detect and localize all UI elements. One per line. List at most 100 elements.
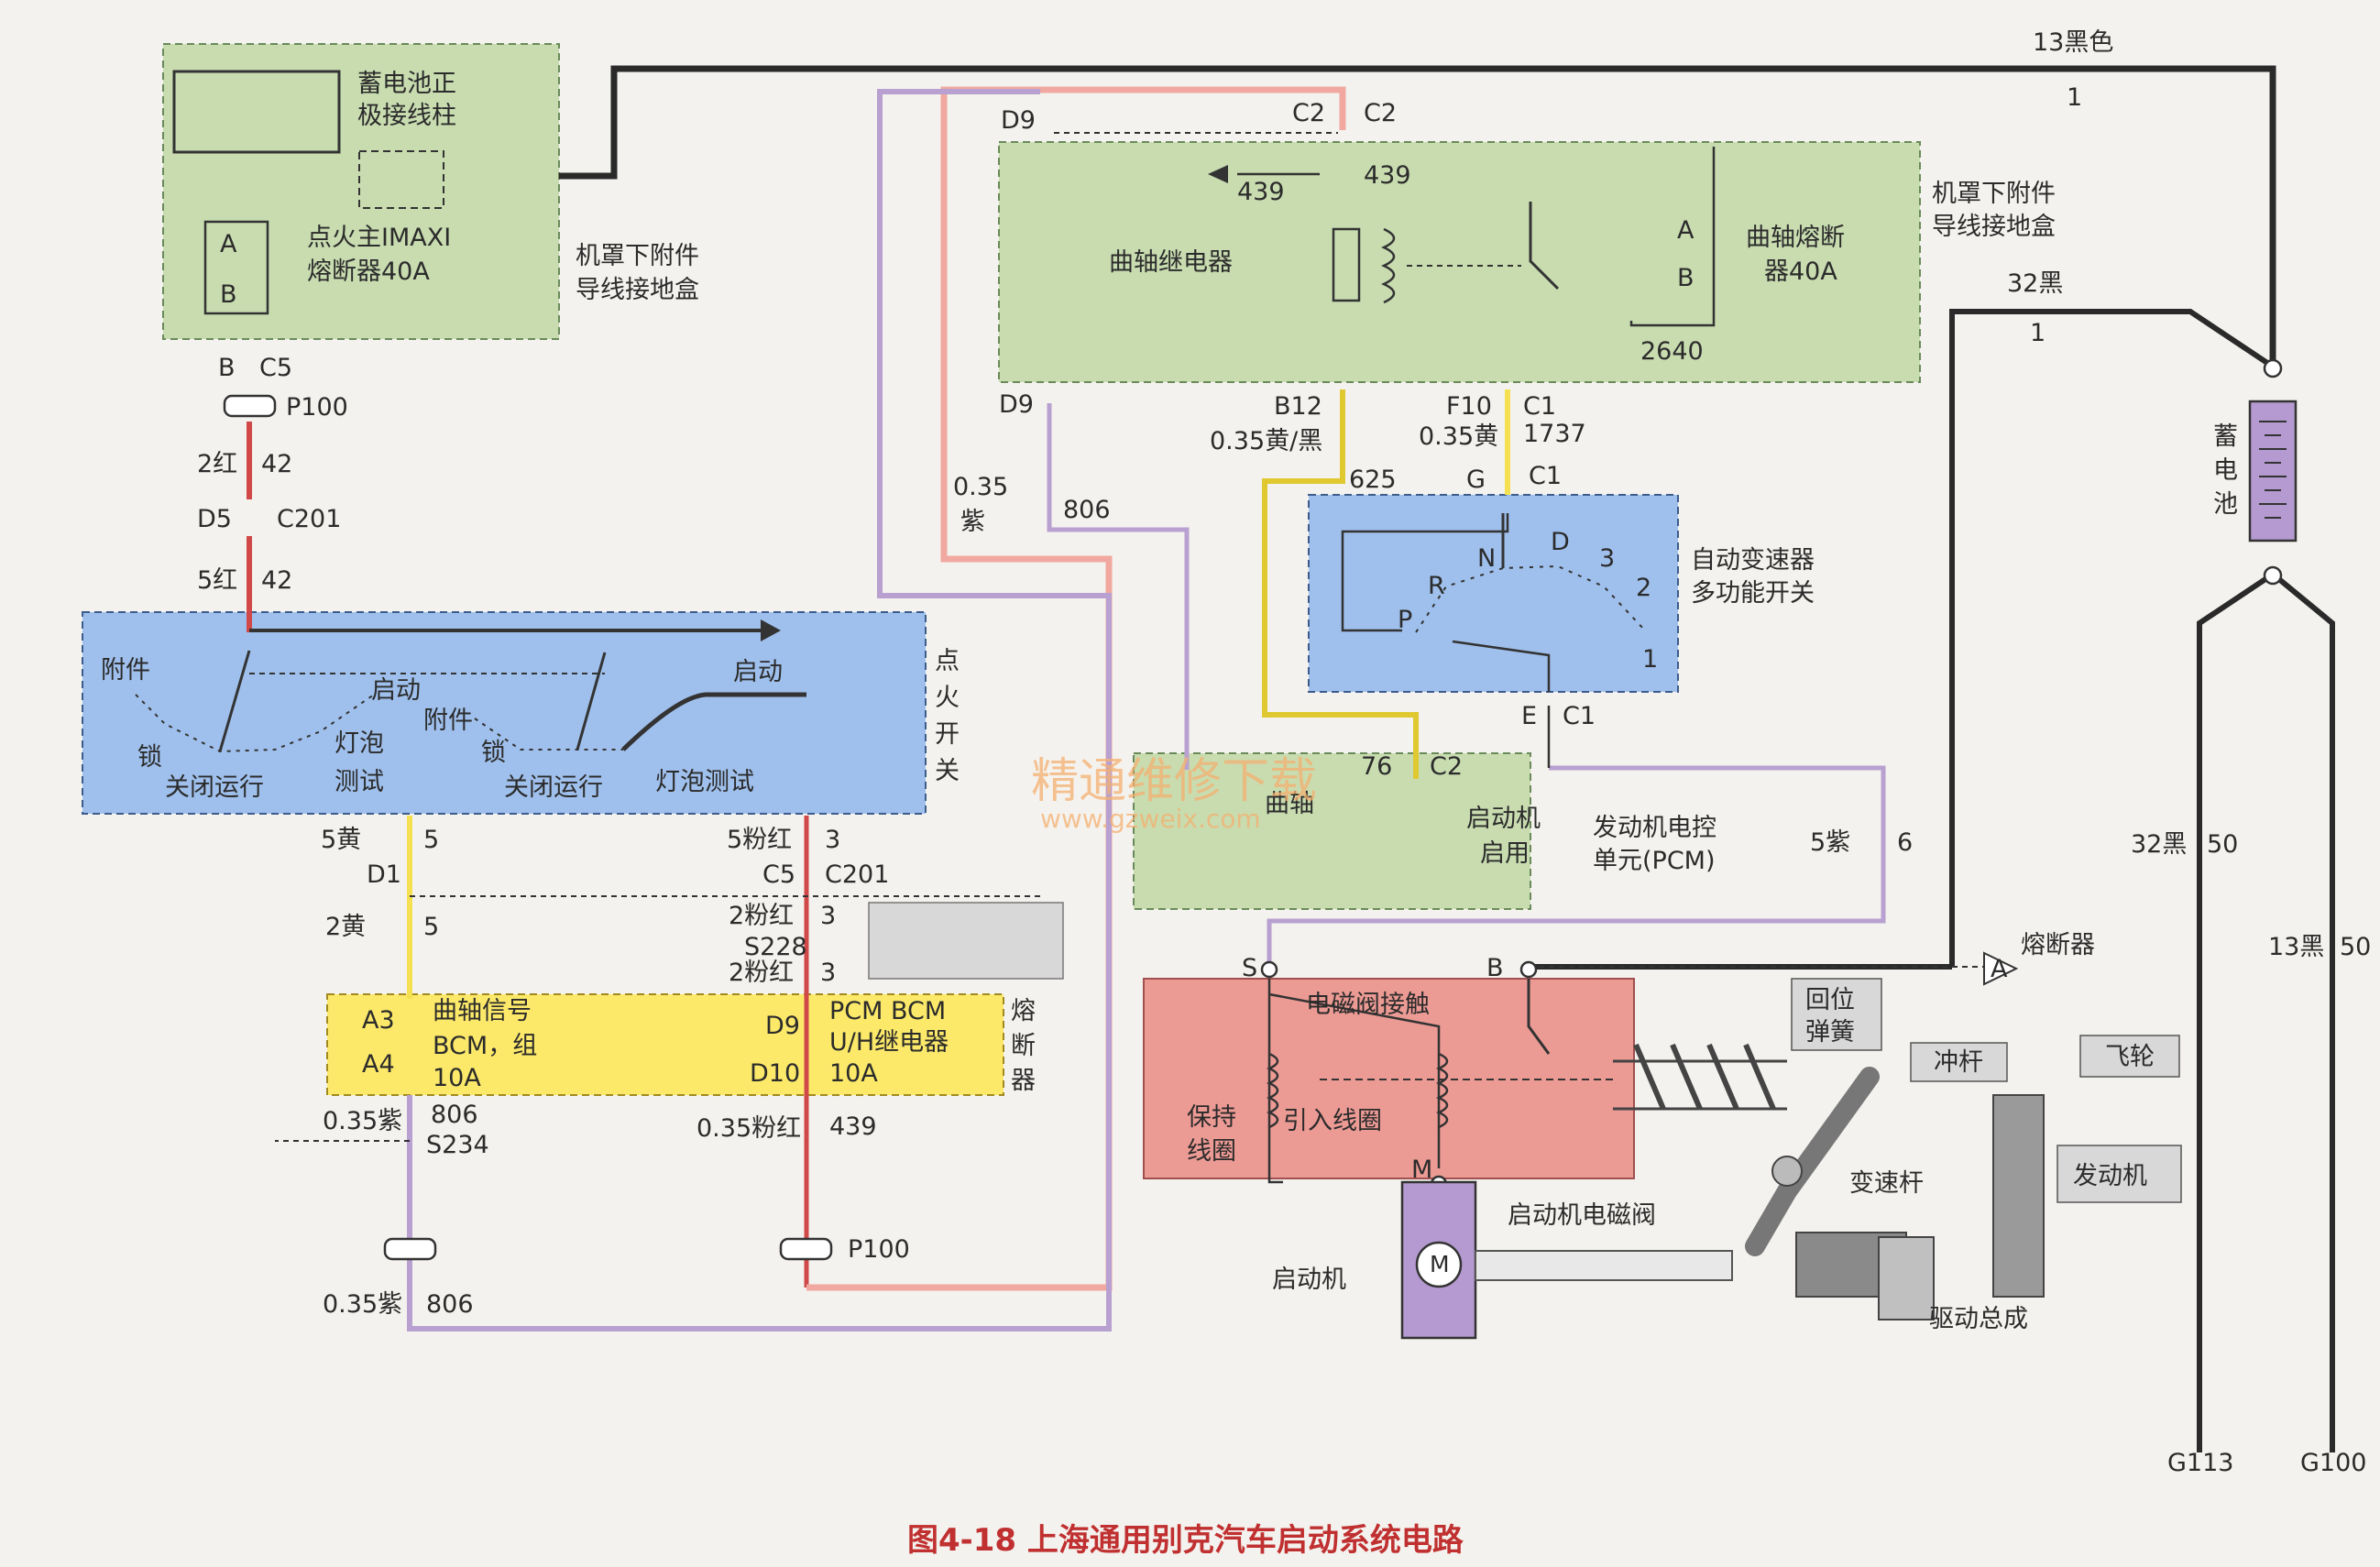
conn-C2-a: C2 [1292, 99, 1325, 127]
wire-5-a: 5 [423, 826, 439, 854]
shift-lever [1745, 1067, 1880, 1256]
imaxi-fuse-box [203, 220, 269, 315]
wire-32black-b: 32黑 [2131, 830, 2187, 859]
splice-S234: S234 [426, 1131, 489, 1159]
crank-fuse-label-1: 曲轴熔断 [1746, 224, 1845, 252]
ign-side-3: 开 [935, 720, 960, 749]
wire-035yellow: 0.35黄 [1419, 422, 1498, 451]
crank-fuse-pin-b: B [1677, 264, 1695, 292]
solenoid-contact-label: 电磁阀接触 [1306, 991, 1430, 1019]
battery-label-2: 电 [2213, 456, 2238, 485]
conn-C1-c: C1 [1563, 702, 1596, 730]
return-spring-label-2: 弹簧 [1805, 1018, 1855, 1046]
fuse-yellow-box [326, 993, 1004, 1096]
crank-fuse-label-2: 器40A [1764, 258, 1837, 286]
pcm-label-1: 发动机电控 [1593, 814, 1716, 842]
wire-035purple-b: 0.35紫 [323, 1290, 402, 1319]
battery-bottom-node [2263, 565, 2283, 586]
ign-start-1: 启动 [371, 676, 421, 705]
pull-coil-label: 引入线圈 [1283, 1107, 1382, 1135]
underhood-box-right-label-1: 机罩下附件 [1932, 180, 2056, 208]
figure-caption: 图4-18 上海通用别克汽车启动系统电路 [907, 1522, 1464, 1559]
connector-P100-top [223, 394, 277, 418]
node-B [1519, 960, 1538, 979]
gear-D: D [1551, 528, 1570, 556]
wire-6: 6 [1897, 828, 1913, 857]
flywheel-label-box [2079, 1035, 2180, 1078]
wire-035purple-a: 0.35紫 [323, 1107, 402, 1135]
wire-035yellowblack: 0.35黄/黑 [1210, 427, 1322, 455]
conn-G: G [1466, 466, 1486, 494]
conn-D9-mid: D9 [999, 390, 1034, 419]
trans-switch-wire [1341, 513, 1509, 632]
relay-coil [1380, 227, 1396, 304]
wire-42-a: 42 [261, 450, 292, 478]
underhood-box-right-label-2: 导线接地盒 [1932, 213, 2056, 241]
fuse-pin-a: A [220, 230, 237, 258]
wire-black-G100 [2273, 573, 2335, 1452]
conn-B12: B12 [1274, 392, 1322, 421]
spring-label-box [1791, 978, 1882, 1051]
ign-off-run-2: 关闭运行 [504, 773, 603, 802]
shift-lever-label: 变速杆 [1849, 1169, 1924, 1198]
conn-F10: F10 [1446, 392, 1492, 421]
shift-lever-pivot [1771, 1156, 1803, 1187]
splice-S228: S228 [744, 933, 807, 961]
return-spring [1633, 1043, 1776, 1111]
crank-fuse-pin-a: A [1677, 216, 1695, 245]
trans-switch-box [1308, 494, 1679, 693]
conn-D9-top: D9 [1001, 106, 1036, 135]
fuse-side-2: 断 [1011, 1032, 1036, 1060]
wire-1-b: 1 [2030, 319, 2045, 347]
ign-off-run-1: 关闭运行 [165, 773, 264, 802]
trans-switch-pointer [1452, 640, 1551, 692]
ground-G113: G113 [2167, 1449, 2233, 1477]
fuse-ref-triangle [1983, 951, 2019, 986]
drive-assembly-label: 驱动总成 [1929, 1305, 2028, 1333]
battery-top-node [2263, 358, 2283, 378]
pull-coil [1435, 1052, 1449, 1129]
ground-G100: G100 [2300, 1449, 2366, 1477]
ignition-lever-2 [576, 652, 607, 751]
gray-block [868, 902, 1064, 980]
wire-5red: 5红 [197, 566, 237, 595]
wire-3-a: 3 [825, 826, 840, 854]
fuse-pcm-label-1: PCM BCM [829, 997, 946, 1025]
conn-C2-b: C2 [1364, 99, 1397, 127]
trans-switch-gates [1415, 564, 1646, 633]
ign-bulb-1a: 灯泡 [335, 729, 384, 758]
battery-terminal-box [172, 70, 341, 154]
fuse-pin-d9: D9 [765, 1012, 800, 1040]
wire-3-c: 3 [820, 959, 836, 987]
wire-black-G113 [2197, 573, 2273, 1452]
conn-C201-a: C201 [277, 505, 341, 533]
wire-5-b: 5 [423, 913, 439, 941]
hold-coil-label-2: 线圈 [1187, 1137, 1236, 1166]
relay-resistor [1332, 227, 1361, 302]
fuse-crank-label-2: BCM，组 [433, 1032, 537, 1060]
starter-shaft [1475, 1250, 1733, 1281]
gear-N: N [1477, 544, 1496, 573]
wire-42-b: 42 [261, 566, 292, 595]
fuse-pin-b: B [220, 280, 237, 309]
terminal-M: M [1411, 1156, 1432, 1184]
ign-bulb-1b: 测试 [335, 768, 384, 796]
conn-E: E [1521, 702, 1537, 730]
crank-relay-label: 曲轴继电器 [1109, 248, 1233, 277]
wire-32black: 32黑 [2007, 269, 2063, 298]
battery-terminal-text-1: 蓄电池正 [357, 70, 456, 98]
ign-lock-2: 锁 [481, 739, 506, 767]
solenoid-wiring [1267, 979, 1283, 1184]
wire-50-b: 50 [2340, 933, 2371, 961]
relay-contact [1529, 202, 1560, 290]
pcm-start-2: 启用 [1480, 839, 1530, 868]
wire-76: 76 [1361, 752, 1392, 781]
wire-439-b: 439 [1364, 161, 1411, 190]
ign-bulb-2: 灯泡测试 [655, 768, 754, 796]
connector-P100-purple [383, 1237, 437, 1261]
battery-label-3: 池 [2213, 490, 2238, 519]
battery-plates [2259, 421, 2287, 519]
engine-label-box [2056, 1145, 2182, 1203]
fuse-pin-a4: A4 [362, 1050, 395, 1079]
